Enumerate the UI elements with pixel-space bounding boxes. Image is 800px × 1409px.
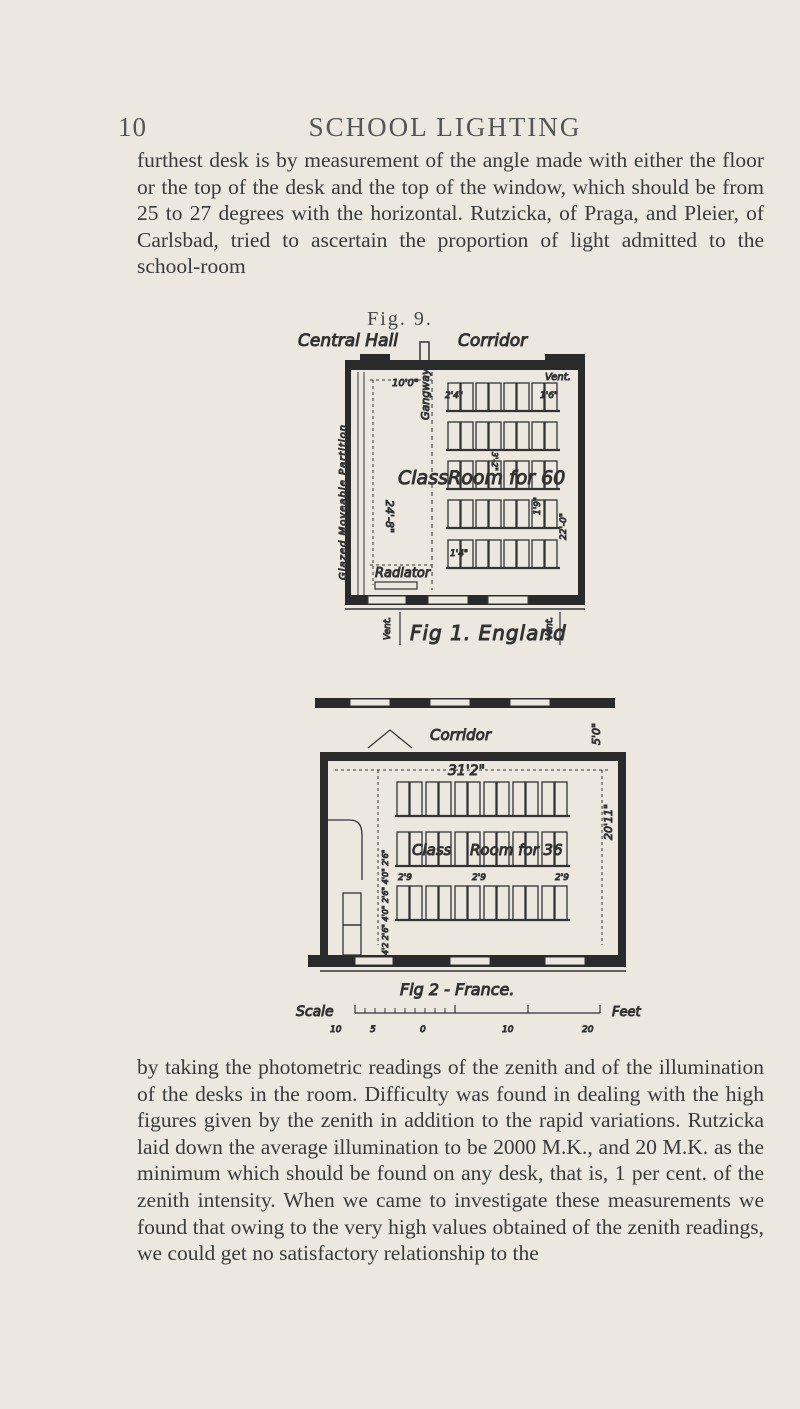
dim-desk-a: 2'4"	[445, 391, 463, 401]
paragraph-top: furthest desk is by measurement of the a…	[137, 148, 764, 279]
bottom-window-b	[449, 956, 491, 966]
scale-tick-2: 0	[420, 1025, 426, 1035]
desk-row-5	[446, 539, 560, 570]
radiator-shape	[374, 581, 418, 590]
page-number: 10	[118, 112, 147, 142]
label-corridor-france: Corridor	[430, 726, 492, 744]
scale-unit: Feet	[612, 1005, 641, 1020]
dim-top: 10'0"	[392, 378, 418, 389]
dim-desk-c: 1'4"	[450, 549, 468, 559]
scale-label: Scale	[296, 1004, 334, 1020]
dim-width: 24'-8"	[383, 500, 396, 533]
label-vent-top: Vent.	[545, 372, 571, 383]
top-wall-pier-a	[360, 354, 390, 360]
room-left-wall	[320, 752, 328, 967]
england-desks	[446, 382, 560, 570]
dim-width-france: 20'11"	[602, 804, 615, 840]
label-gangway: Gangway	[419, 368, 432, 420]
dim-gap-a: 2'9	[398, 873, 412, 883]
scale-tick-4: 20	[582, 1025, 594, 1035]
dim-desk-e: 3'-2"	[490, 452, 499, 471]
label-vent-right: Vent.	[545, 617, 555, 640]
desk-row-3	[446, 460, 560, 491]
dim-length: 22'-0"	[559, 513, 569, 540]
scale-tick-0: 10	[330, 1025, 342, 1035]
window-b	[427, 595, 469, 605]
corridor-window-c	[509, 698, 551, 707]
dim-desk-b: 1'6"	[540, 391, 558, 401]
window-a	[367, 595, 407, 605]
side-alcove	[328, 819, 363, 880]
left-wall	[345, 370, 351, 595]
room-top-wall	[320, 752, 626, 761]
top-wall-pier-b	[545, 354, 585, 360]
bottom-window-c	[544, 956, 586, 966]
france-plan: Corridor 5'0" 31'2" 20'11" 4'2 2'6" 4'0"…	[308, 698, 626, 1000]
paragraph-bottom: by taking the photometric readings of th…	[137, 1055, 764, 1266]
top-wall	[345, 360, 585, 370]
right-wall	[578, 370, 585, 595]
title-france: Fig 2 - France.	[400, 980, 514, 999]
door-swing	[367, 729, 413, 749]
dim-gap-b: 2'9	[472, 873, 486, 883]
scale-bar: Scale Feet 10 5 0 10 20	[296, 1004, 642, 1036]
dim-length-france: 31'2"	[448, 763, 485, 779]
desk-row-2	[446, 421, 560, 452]
corridor-window-a	[349, 698, 391, 707]
france-desk-row-2	[395, 831, 570, 868]
label-partition: Glazed Moveable Partition	[338, 424, 349, 580]
france-desk-row-3	[395, 885, 570, 922]
bottom-window-a	[354, 956, 394, 966]
stove	[342, 892, 362, 926]
dim-side-france: 4'2 2'6" 4'0" 2'6" 4'0" 2'6"	[381, 850, 390, 955]
france-desk-row-1	[395, 781, 570, 818]
label-central-hall: Central Hall	[298, 331, 398, 351]
label-corridor-top: Corridor	[458, 331, 528, 351]
france-desks	[395, 781, 570, 922]
dim-corr: 5'0"	[590, 723, 603, 745]
label-room-england: Room for 60	[448, 467, 565, 489]
corridor-window-b	[429, 698, 471, 707]
label-radiator: Radiator	[375, 566, 432, 581]
desk-row-4	[446, 499, 560, 530]
scale-tick-1: 5	[370, 1025, 376, 1035]
label-vent-left: Vent.	[383, 617, 393, 640]
figure-caption: Fig. 9.	[367, 308, 433, 330]
desk-row-1	[446, 382, 560, 413]
label-class-france: Class	[412, 841, 452, 859]
dim-gap-c: 2'9	[555, 873, 569, 883]
doorway-marker	[419, 341, 430, 363]
label-class-england: Class	[398, 467, 448, 489]
room-right-wall	[618, 752, 626, 967]
stove-base	[342, 924, 362, 956]
dim-desk-d: 1'9"	[533, 497, 543, 515]
window-c	[487, 595, 529, 605]
running-title: SCHOOL LIGHTING	[308, 112, 582, 142]
england-plan: Central Hall Corridor Glazed Moveable Pa…	[298, 331, 585, 646]
title-england: Fig 1. England	[410, 621, 567, 645]
scale-tick-3: 10	[502, 1025, 514, 1035]
label-room-france: Room for 36	[470, 841, 563, 859]
